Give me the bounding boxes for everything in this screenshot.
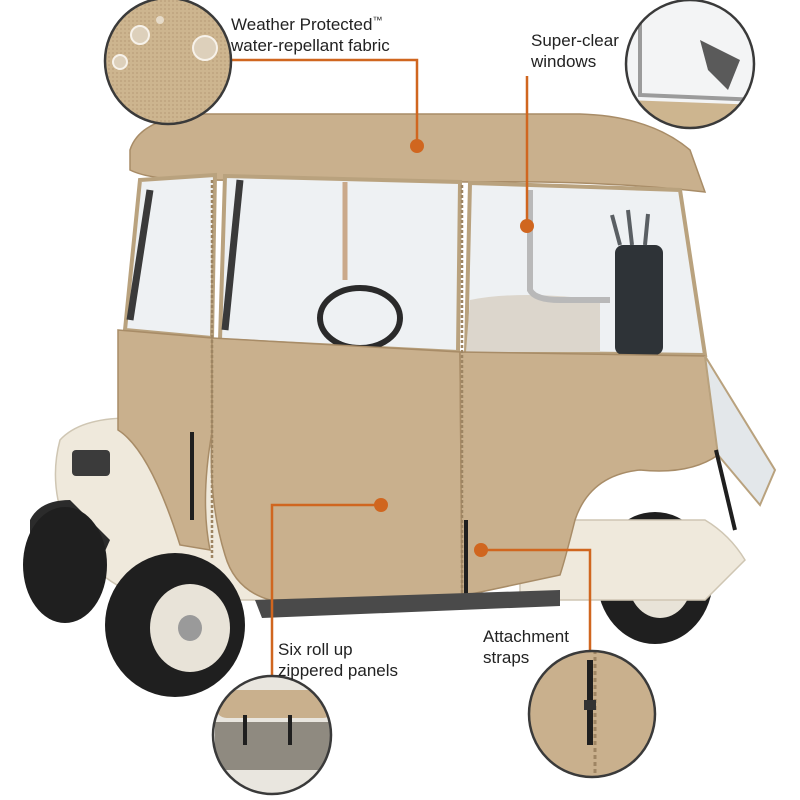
clear-window-panels [122, 172, 708, 358]
straps-callout-line2: straps [483, 648, 530, 667]
window-detail-inset [624, 0, 756, 130]
weather-leader-line [228, 58, 419, 146]
running-board [255, 590, 560, 618]
weather-protected-callout: Weather Protected™ water-repellant fabri… [231, 14, 390, 56]
straps-callout-line1: Attachment [483, 627, 569, 646]
golf-cart-with-enclosure [23, 113, 777, 697]
callout-dots [374, 139, 534, 557]
windows-dot [520, 219, 534, 233]
zippered-side-panels [117, 180, 777, 601]
panel-detail-inset [211, 674, 333, 796]
zippered-panels-callout: Six roll up zippered panels [278, 639, 398, 681]
weather-dot [410, 139, 424, 153]
super-clear-windows-callout: Super-clear windows [531, 30, 619, 72]
panels-dot [374, 498, 388, 512]
weather-callout-title: Weather Protected [231, 15, 373, 34]
weather-callout-subtitle: water-repellant fabric [231, 36, 390, 55]
panels-leader-line [270, 503, 381, 676]
golf-bag [615, 245, 663, 355]
trademark-symbol: ™ [372, 15, 383, 27]
windows-callout-line1: Super-clear [531, 31, 619, 50]
panels-callout-line2: zippered panels [278, 661, 399, 680]
squeegee [700, 40, 740, 90]
panels-callout-line1: Six roll up [278, 640, 353, 659]
attachment-straps-callout: Attachment straps [483, 626, 569, 668]
windows-callout-line2: windows [531, 52, 597, 71]
strap-detail-inset [527, 649, 657, 779]
straps-leader-line [481, 548, 592, 672]
fabric-detail-inset [103, 0, 233, 126]
headlight [72, 450, 110, 476]
callout-leaders [228, 58, 592, 676]
front-tire [23, 507, 245, 697]
straps-dot [474, 543, 488, 557]
